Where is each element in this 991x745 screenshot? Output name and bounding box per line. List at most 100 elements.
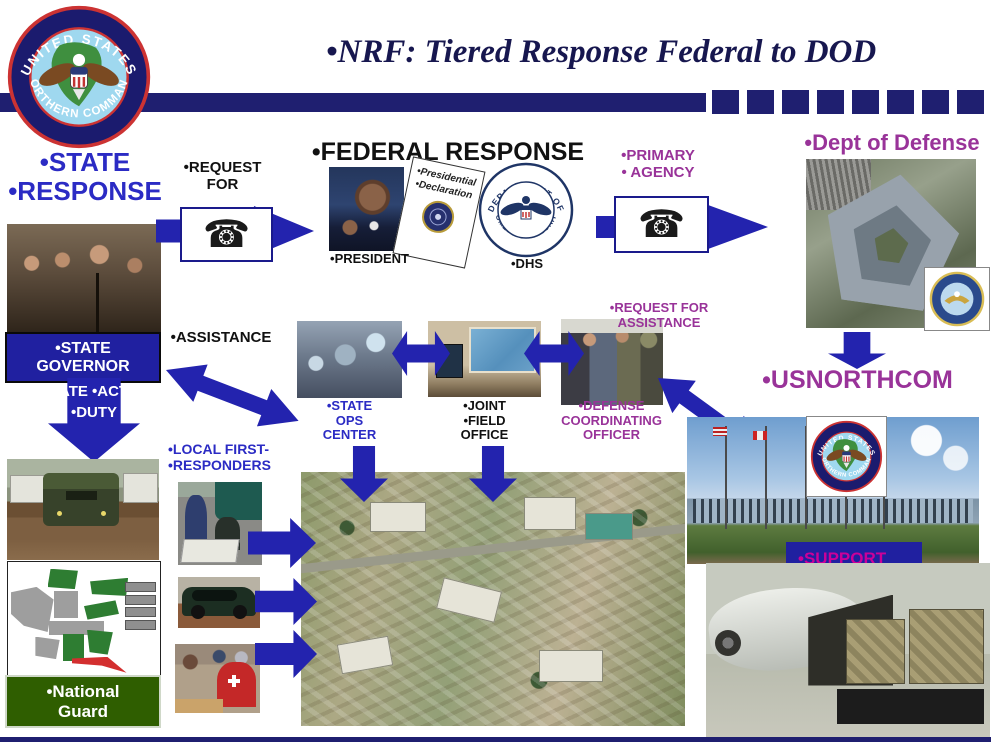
map-state-gray	[53, 591, 78, 619]
usnorthcom-heading: •USNORTHCOM	[740, 366, 975, 394]
request-for-assistance-label: •REQUEST FOR ASSISTANCE	[600, 300, 718, 330]
federal-response-heading: •FEDERAL RESPONSE	[303, 138, 593, 166]
president-label: •PRESIDENT	[322, 251, 417, 267]
dod-seal	[929, 271, 985, 327]
header-bar	[0, 93, 706, 112]
joint-field-office-label: •JOINT •FIELD OFFICE	[428, 398, 541, 443]
usnorthcom-text: •USNORTHCOM	[762, 366, 953, 394]
jfo-map-decor	[468, 327, 536, 373]
responder-figure-decor	[184, 495, 207, 551]
active-duty-line1: •STATE	[35, 383, 88, 400]
state-response-line1: •STATE	[39, 147, 131, 177]
cargo-pallet-decor	[908, 608, 985, 684]
map-state-gray	[11, 586, 54, 633]
dod-seal-box	[924, 267, 990, 331]
jfo-line3: OFFICE	[460, 427, 509, 443]
truck-light-decor	[57, 511, 63, 517]
national-guard-line1: •National	[46, 681, 120, 701]
trailer-roof-decor	[436, 577, 502, 623]
map-state-green	[90, 577, 129, 596]
trailer-roof-decor	[539, 649, 603, 683]
active-duty-line2: •ACTIVE	[92, 383, 153, 400]
governor-ops-double-arrow	[159, 351, 306, 439]
ops-line2: OPS	[335, 412, 364, 428]
assistance-text: •ASSISTANCE	[170, 329, 272, 346]
responders-line1: •LOCAL FIRST-	[168, 441, 270, 457]
press-photo-decor	[96, 273, 100, 333]
red-cross-icon	[228, 674, 241, 687]
map-state-gray	[35, 636, 60, 660]
state-ops-center-label: •STATE OPS CENTER	[297, 398, 402, 443]
trailer-roof-decor	[337, 635, 394, 674]
support-line1: •SUPPORT	[798, 548, 887, 568]
map-sheet-decor	[180, 538, 240, 563]
bar-segment	[922, 90, 949, 114]
local-first-responders-label: •LOCAL FIRST- •RESPONDERS	[168, 441, 286, 473]
trailer-decor	[10, 475, 46, 504]
president-text: •PRESIDENT	[330, 251, 409, 266]
request-line2: FOR	[206, 175, 239, 193]
responders-map-photo	[178, 482, 262, 565]
northcom-seal-logo	[6, 4, 152, 150]
state-governor-line2: GOVERNOR	[36, 357, 130, 375]
bar-segment	[747, 90, 774, 114]
dco-line3: OFFICER	[582, 427, 641, 443]
state-ops-center-photo	[297, 321, 402, 398]
map-state-green	[47, 568, 78, 590]
president-photo	[329, 167, 404, 251]
state-governor-line1: •STATE	[55, 339, 111, 357]
map-callout	[125, 607, 156, 618]
responders-line2: •RESPONDERS	[168, 456, 271, 473]
usnorthcom-hq-photo	[687, 417, 979, 564]
truck-decor	[43, 473, 120, 526]
trailer-wheels-decor	[836, 689, 985, 724]
map-state-florida-red	[71, 656, 127, 673]
primary-line1: •PRIMARY	[621, 147, 695, 164]
active-duty-line3: •DUTY	[70, 404, 118, 421]
assistance-label: •ASSISTANCE	[160, 329, 282, 347]
dhs-seal	[478, 162, 574, 258]
national-guard-line2: Guard	[57, 701, 109, 721]
cargo-pallet-decor	[846, 619, 905, 684]
state-response-line2: •RESPONSE	[8, 176, 162, 207]
map-state-green	[62, 634, 84, 662]
trailer-roof-decor	[523, 497, 576, 530]
request-line1: •REQUEST	[183, 159, 262, 176]
dhs-label: •DHS	[492, 256, 562, 272]
trailer-roof-decor	[370, 502, 426, 533]
disaster-aerial-photo	[301, 472, 685, 726]
bottom-rule	[0, 737, 991, 742]
suv-decor	[182, 587, 256, 620]
ops-line3: CENTER	[322, 427, 377, 443]
red-cross-volunteers-photo	[175, 644, 260, 713]
suv-window-decor	[192, 590, 237, 601]
bar-segment	[782, 90, 809, 114]
dco-line2: COORDINATING	[561, 412, 662, 428]
usnorthcom-seal	[810, 420, 883, 493]
dhs-text: •DHS	[511, 256, 543, 271]
trailer-roof-green-decor	[585, 512, 634, 541]
us-flag-icon	[713, 427, 727, 436]
bar-segment	[817, 90, 844, 114]
bar-segment	[957, 90, 984, 114]
slide-title: •NRF: Tiered Response Federal to DOD	[326, 34, 877, 70]
dept-of-defense-text: •Dept of Defense	[804, 130, 980, 155]
usnorthcom-seal-box	[806, 416, 887, 497]
map-state-green	[87, 629, 113, 655]
canada-flag-icon	[753, 431, 767, 440]
bar-segment	[712, 90, 739, 114]
governor-press-conference-photo	[7, 224, 161, 333]
engine-decor	[714, 629, 741, 656]
table-decor	[175, 699, 223, 713]
bar-segment	[852, 90, 879, 114]
phone-icon: ☎	[637, 203, 686, 246]
dco-line1: •DEFENSE	[578, 398, 645, 413]
red-cross-vest-decor	[216, 661, 256, 708]
states-activation-map	[7, 561, 161, 676]
telephone-image-2: ☎	[614, 196, 709, 253]
map-callout	[125, 619, 156, 630]
map-callout	[125, 594, 156, 605]
rfa-line2: ASSISTANCE	[617, 314, 701, 330]
state-active-duty-label: •STATE •ACTIVE •DUTY	[30, 381, 158, 423]
